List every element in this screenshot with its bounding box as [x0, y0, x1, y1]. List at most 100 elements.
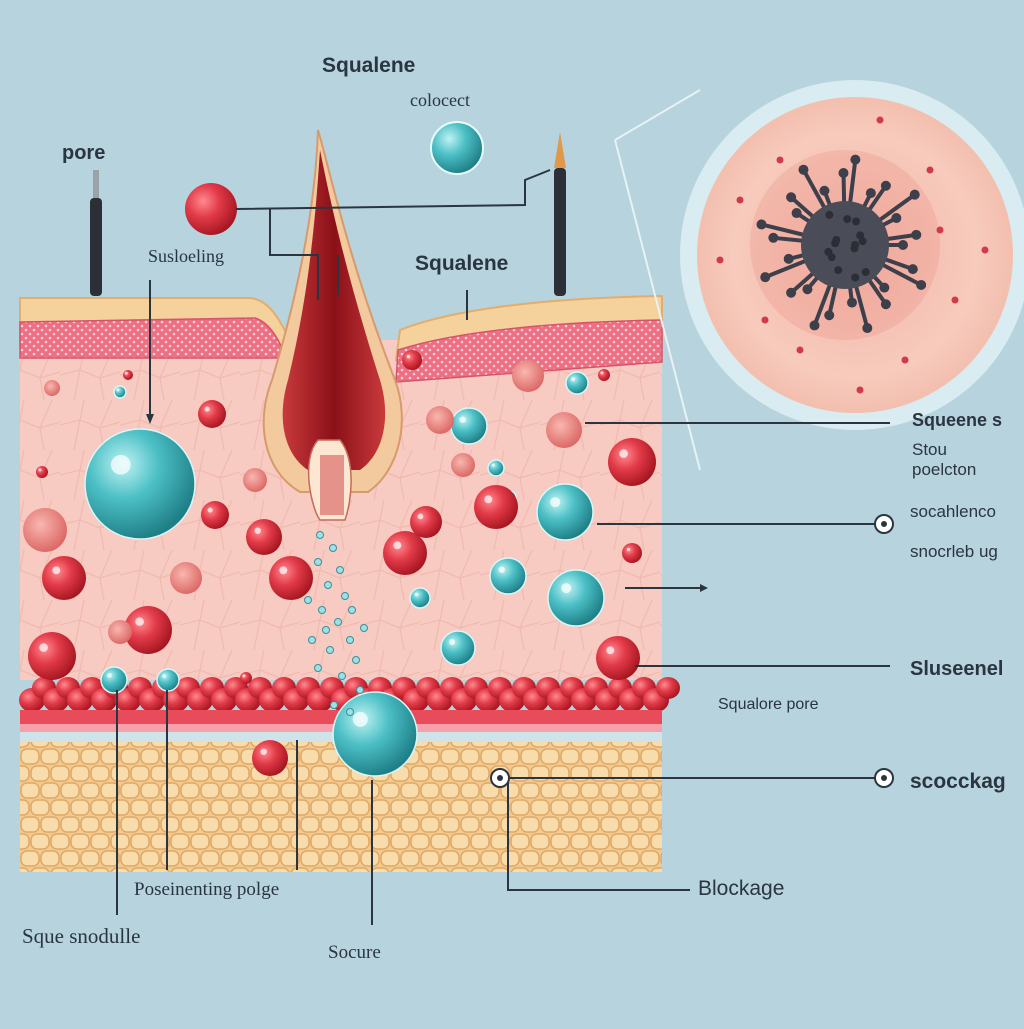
- target-marker: [490, 768, 510, 788]
- label-pore: pore: [62, 142, 106, 164]
- droplet: [314, 664, 322, 672]
- bacteria-spike-tip: [760, 272, 771, 283]
- red-cell: [598, 369, 610, 381]
- bacteria-spike-tip: [911, 229, 922, 240]
- pale-cell: [108, 620, 132, 644]
- squalene-droplets: [304, 531, 368, 716]
- zoom-inset: [614, 80, 1024, 471]
- probe-right: [554, 132, 566, 296]
- label-snocrleb: snocrleb ug: [910, 542, 998, 561]
- red-speck: [901, 356, 909, 364]
- bacteria-spot: [843, 215, 852, 224]
- bacteria-spike-tip: [798, 164, 809, 175]
- scattered-cells: [23, 350, 656, 777]
- droplet: [356, 686, 364, 694]
- bacteria-spike-tip: [783, 253, 794, 264]
- cell-highlight: [38, 468, 42, 472]
- red-cell: [201, 501, 229, 529]
- top-red-cell: [185, 183, 237, 235]
- bacteria-spike-tip: [850, 154, 861, 165]
- pale-cell: [44, 380, 60, 396]
- cell-highlight: [626, 547, 631, 552]
- cell-highlight: [279, 566, 288, 575]
- bacteria-spike-tip: [916, 279, 927, 290]
- droplet: [346, 708, 354, 716]
- blue-cell: [156, 668, 180, 692]
- blue-cell: [489, 557, 527, 595]
- cell-highlight: [491, 463, 495, 467]
- droplet: [360, 624, 368, 632]
- bacteria-spike-tip: [862, 323, 873, 334]
- bacteria-spike-tip: [791, 208, 802, 219]
- blue-cell: [547, 569, 605, 627]
- red-cell: [246, 519, 282, 555]
- bacteria-icon: [716, 116, 989, 394]
- blue-cell: [565, 371, 589, 395]
- red-cell: [383, 531, 427, 575]
- pale-cell: [170, 562, 202, 594]
- cell-highlight: [116, 388, 120, 392]
- red-cell: [474, 485, 518, 529]
- label-squalore-pore: Squalore pore: [718, 696, 819, 713]
- cell-highlight: [550, 497, 561, 508]
- red-speck: [796, 346, 804, 354]
- bacteria-spot: [850, 244, 859, 253]
- cell-highlight: [110, 454, 131, 475]
- red-cell: [269, 556, 313, 600]
- droplet: [352, 656, 360, 664]
- bacteria-spot: [858, 237, 867, 246]
- bacteria-spike-tip: [824, 310, 835, 321]
- red-cell: [124, 606, 172, 654]
- cell-highlight: [406, 354, 411, 359]
- red-speck: [776, 156, 784, 164]
- bacteria-spike-tip: [786, 192, 797, 203]
- pale-cell: [451, 453, 475, 477]
- cell-highlight: [260, 748, 267, 755]
- red-cell: [42, 556, 86, 600]
- bacteria-body: [801, 201, 889, 289]
- red-cell: [410, 506, 442, 538]
- red-cell: [596, 636, 640, 680]
- label-blockage: Blockage: [698, 877, 785, 900]
- cell-highlight: [124, 371, 128, 375]
- red-speck: [761, 316, 769, 324]
- cell-highlight: [162, 674, 167, 679]
- bacteria-spike-tip: [846, 297, 857, 308]
- red-speck: [856, 386, 864, 394]
- leader-lines: [116, 169, 890, 925]
- pale-cell: [23, 508, 67, 552]
- label-socure: Socure: [328, 942, 381, 963]
- bacteria-spot: [825, 210, 834, 219]
- target-marker: [874, 514, 894, 534]
- bacteria-spike-tip: [768, 232, 779, 243]
- label-socahlenco: socahlenco: [910, 502, 997, 521]
- top-blue-cell: [430, 121, 484, 175]
- bacteria-spike-tip: [907, 264, 918, 275]
- droplet: [346, 636, 354, 644]
- blue-cell: [84, 428, 196, 540]
- droplet: [304, 596, 312, 604]
- red-speck: [736, 196, 744, 204]
- bacteria-spike-tip: [880, 180, 891, 191]
- label-squalene-mid: Squalene: [415, 252, 509, 275]
- cell-highlight: [571, 377, 576, 382]
- bacteria-spike-tip: [819, 185, 830, 196]
- red-speck: [926, 166, 934, 174]
- red-speck: [981, 246, 989, 254]
- cell-highlight: [242, 674, 246, 678]
- arrow-head: [700, 584, 708, 592]
- label-stou: Stou: [912, 440, 947, 459]
- bacteria-spike-tip: [880, 299, 891, 310]
- cell-highlight: [39, 643, 48, 652]
- pale-cell: [426, 406, 454, 434]
- bacteria-spike-tip: [898, 240, 908, 250]
- cell-highlight: [459, 416, 466, 423]
- arrow-head: [146, 414, 154, 424]
- blue-cell: [332, 691, 418, 777]
- bacteria-spike-tip: [865, 188, 876, 199]
- label-susloeling: Susloeling: [148, 246, 225, 266]
- blue-cell: [450, 407, 488, 445]
- cell-highlight: [600, 371, 604, 375]
- fat-layer: [20, 742, 662, 872]
